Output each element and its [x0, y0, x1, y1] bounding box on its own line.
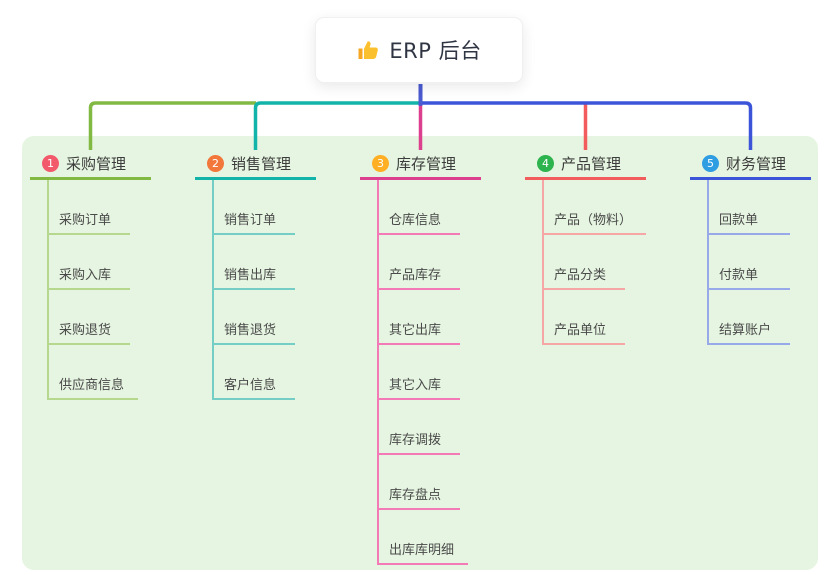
branch-children: 销售订单 销售出库 销售退货 客户信息 [212, 180, 355, 400]
branch-node-sales[interactable]: 2 销售管理 [195, 150, 316, 177]
child-node[interactable]: 仓库信息 [379, 209, 460, 235]
branch-node-purchase[interactable]: 1 采购管理 [30, 150, 151, 177]
child-node[interactable]: 库存盘点 [379, 484, 460, 510]
branch-underline [30, 177, 151, 180]
branch-children: 采购订单 采购入库 采购退货 供应商信息 [47, 180, 190, 400]
branch-number-badge: 4 [537, 155, 554, 172]
child-node[interactable]: 出库库明细 [379, 539, 469, 565]
branch-purchase: 1 采购管理 采购订单 采购入库 采购退货 供应商信息 [30, 150, 190, 400]
branch-node-inventory[interactable]: 3 库存管理 [360, 150, 481, 177]
branch-number-badge: 2 [207, 155, 224, 172]
child-node[interactable]: 产品（物料） [544, 209, 647, 235]
branch-underline [360, 177, 481, 180]
branch-number-badge: 1 [42, 155, 59, 172]
child-node[interactable]: 其它入库 [379, 374, 460, 400]
child-node[interactable]: 销售订单 [214, 209, 295, 235]
branch-inventory: 3 库存管理 仓库信息 产品库存 其它出库 其它入库 库存调拨 库存盘点 出库库… [360, 150, 520, 565]
branch-finance: 5 财务管理 回款单 付款单 结算账户 [690, 150, 839, 345]
branch-number-badge: 3 [372, 155, 389, 172]
branch-title: 财务管理 [726, 155, 787, 173]
root-title: ERP 后台 [389, 39, 482, 63]
branch-children: 产品（物料） 产品分类 产品单位 [542, 180, 685, 345]
child-node[interactable]: 销售退货 [214, 319, 295, 345]
thumbs-up-icon [356, 38, 380, 62]
branch-number-badge: 5 [702, 155, 719, 172]
root-node[interactable]: ERP 后台 [315, 17, 523, 83]
branches-panel [22, 136, 818, 570]
child-node[interactable]: 回款单 [709, 209, 790, 235]
child-node[interactable]: 采购退货 [49, 319, 130, 345]
child-node[interactable]: 供应商信息 [49, 374, 139, 400]
child-node[interactable]: 销售出库 [214, 264, 295, 290]
branch-title: 销售管理 [231, 155, 292, 173]
branch-node-product[interactable]: 4 产品管理 [525, 150, 646, 177]
child-node[interactable]: 产品单位 [544, 319, 625, 345]
child-node[interactable]: 采购订单 [49, 209, 130, 235]
child-node[interactable]: 产品库存 [379, 264, 460, 290]
child-node[interactable]: 客户信息 [214, 374, 295, 400]
branch-sales: 2 销售管理 销售订单 销售出库 销售退货 客户信息 [195, 150, 355, 400]
child-node[interactable]: 其它出库 [379, 319, 460, 345]
branch-underline [690, 177, 811, 180]
branch-title: 产品管理 [561, 155, 622, 173]
branch-children: 回款单 付款单 结算账户 [707, 180, 839, 345]
branch-title: 采购管理 [66, 155, 127, 173]
branch-product: 4 产品管理 产品（物料） 产品分类 产品单位 [525, 150, 685, 345]
child-node[interactable]: 产品分类 [544, 264, 625, 290]
child-node[interactable]: 结算账户 [709, 319, 790, 345]
branch-underline [525, 177, 646, 180]
branch-underline [195, 177, 316, 180]
child-node[interactable]: 付款单 [709, 264, 790, 290]
child-node[interactable]: 库存调拨 [379, 429, 460, 455]
branch-children: 仓库信息 产品库存 其它出库 其它入库 库存调拨 库存盘点 出库库明细 [377, 180, 520, 565]
branch-node-finance[interactable]: 5 财务管理 [690, 150, 811, 177]
child-node[interactable]: 采购入库 [49, 264, 130, 290]
branch-title: 库存管理 [396, 155, 457, 173]
